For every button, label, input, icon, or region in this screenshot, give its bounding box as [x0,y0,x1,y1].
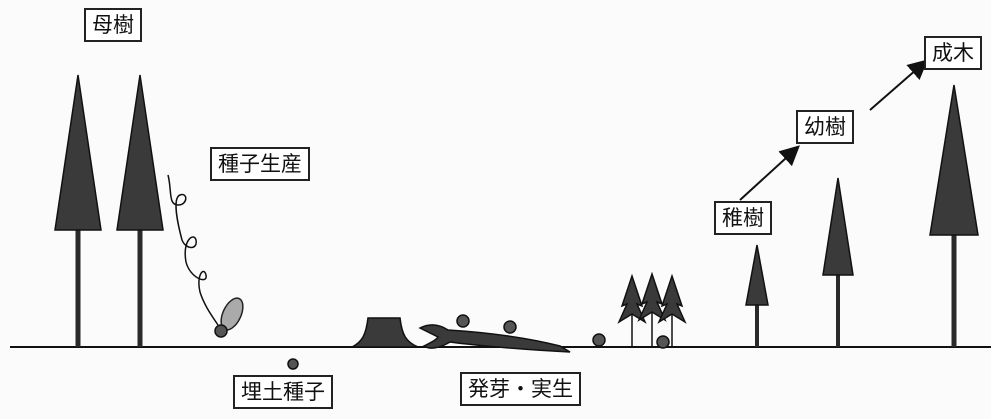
label-sapling: 稚樹 [714,201,772,235]
germinating-seed [592,333,606,347]
falling-seed [214,324,228,338]
germinating-seed [456,314,470,328]
young-tree [822,177,854,347]
label-buried-seeds: 埋土種子 [233,375,333,409]
mother-tree-left [54,74,102,347]
mother-tree-right [116,74,164,347]
germinating-seed [503,320,517,334]
arrow-seedling-to-sapling [739,145,800,201]
label-germination-seedling: 発芽・実生 [460,372,581,406]
label-young-tree: 幼樹 [796,110,854,144]
germinating-seed [656,335,670,349]
label-mother-tree: 母樹 [84,8,142,42]
adult-tree [929,84,979,347]
label-adult-tree: 成木 [924,36,982,70]
arrow-young-to-adult [869,59,929,111]
seedling-sprouts [617,271,687,347]
stump [351,317,419,348]
seed-fall-path [167,174,219,326]
label-seed-production: 種子生産 [210,147,310,181]
fallen-log [418,324,571,353]
sapling-tree [745,244,769,347]
buried-seed [287,358,299,370]
